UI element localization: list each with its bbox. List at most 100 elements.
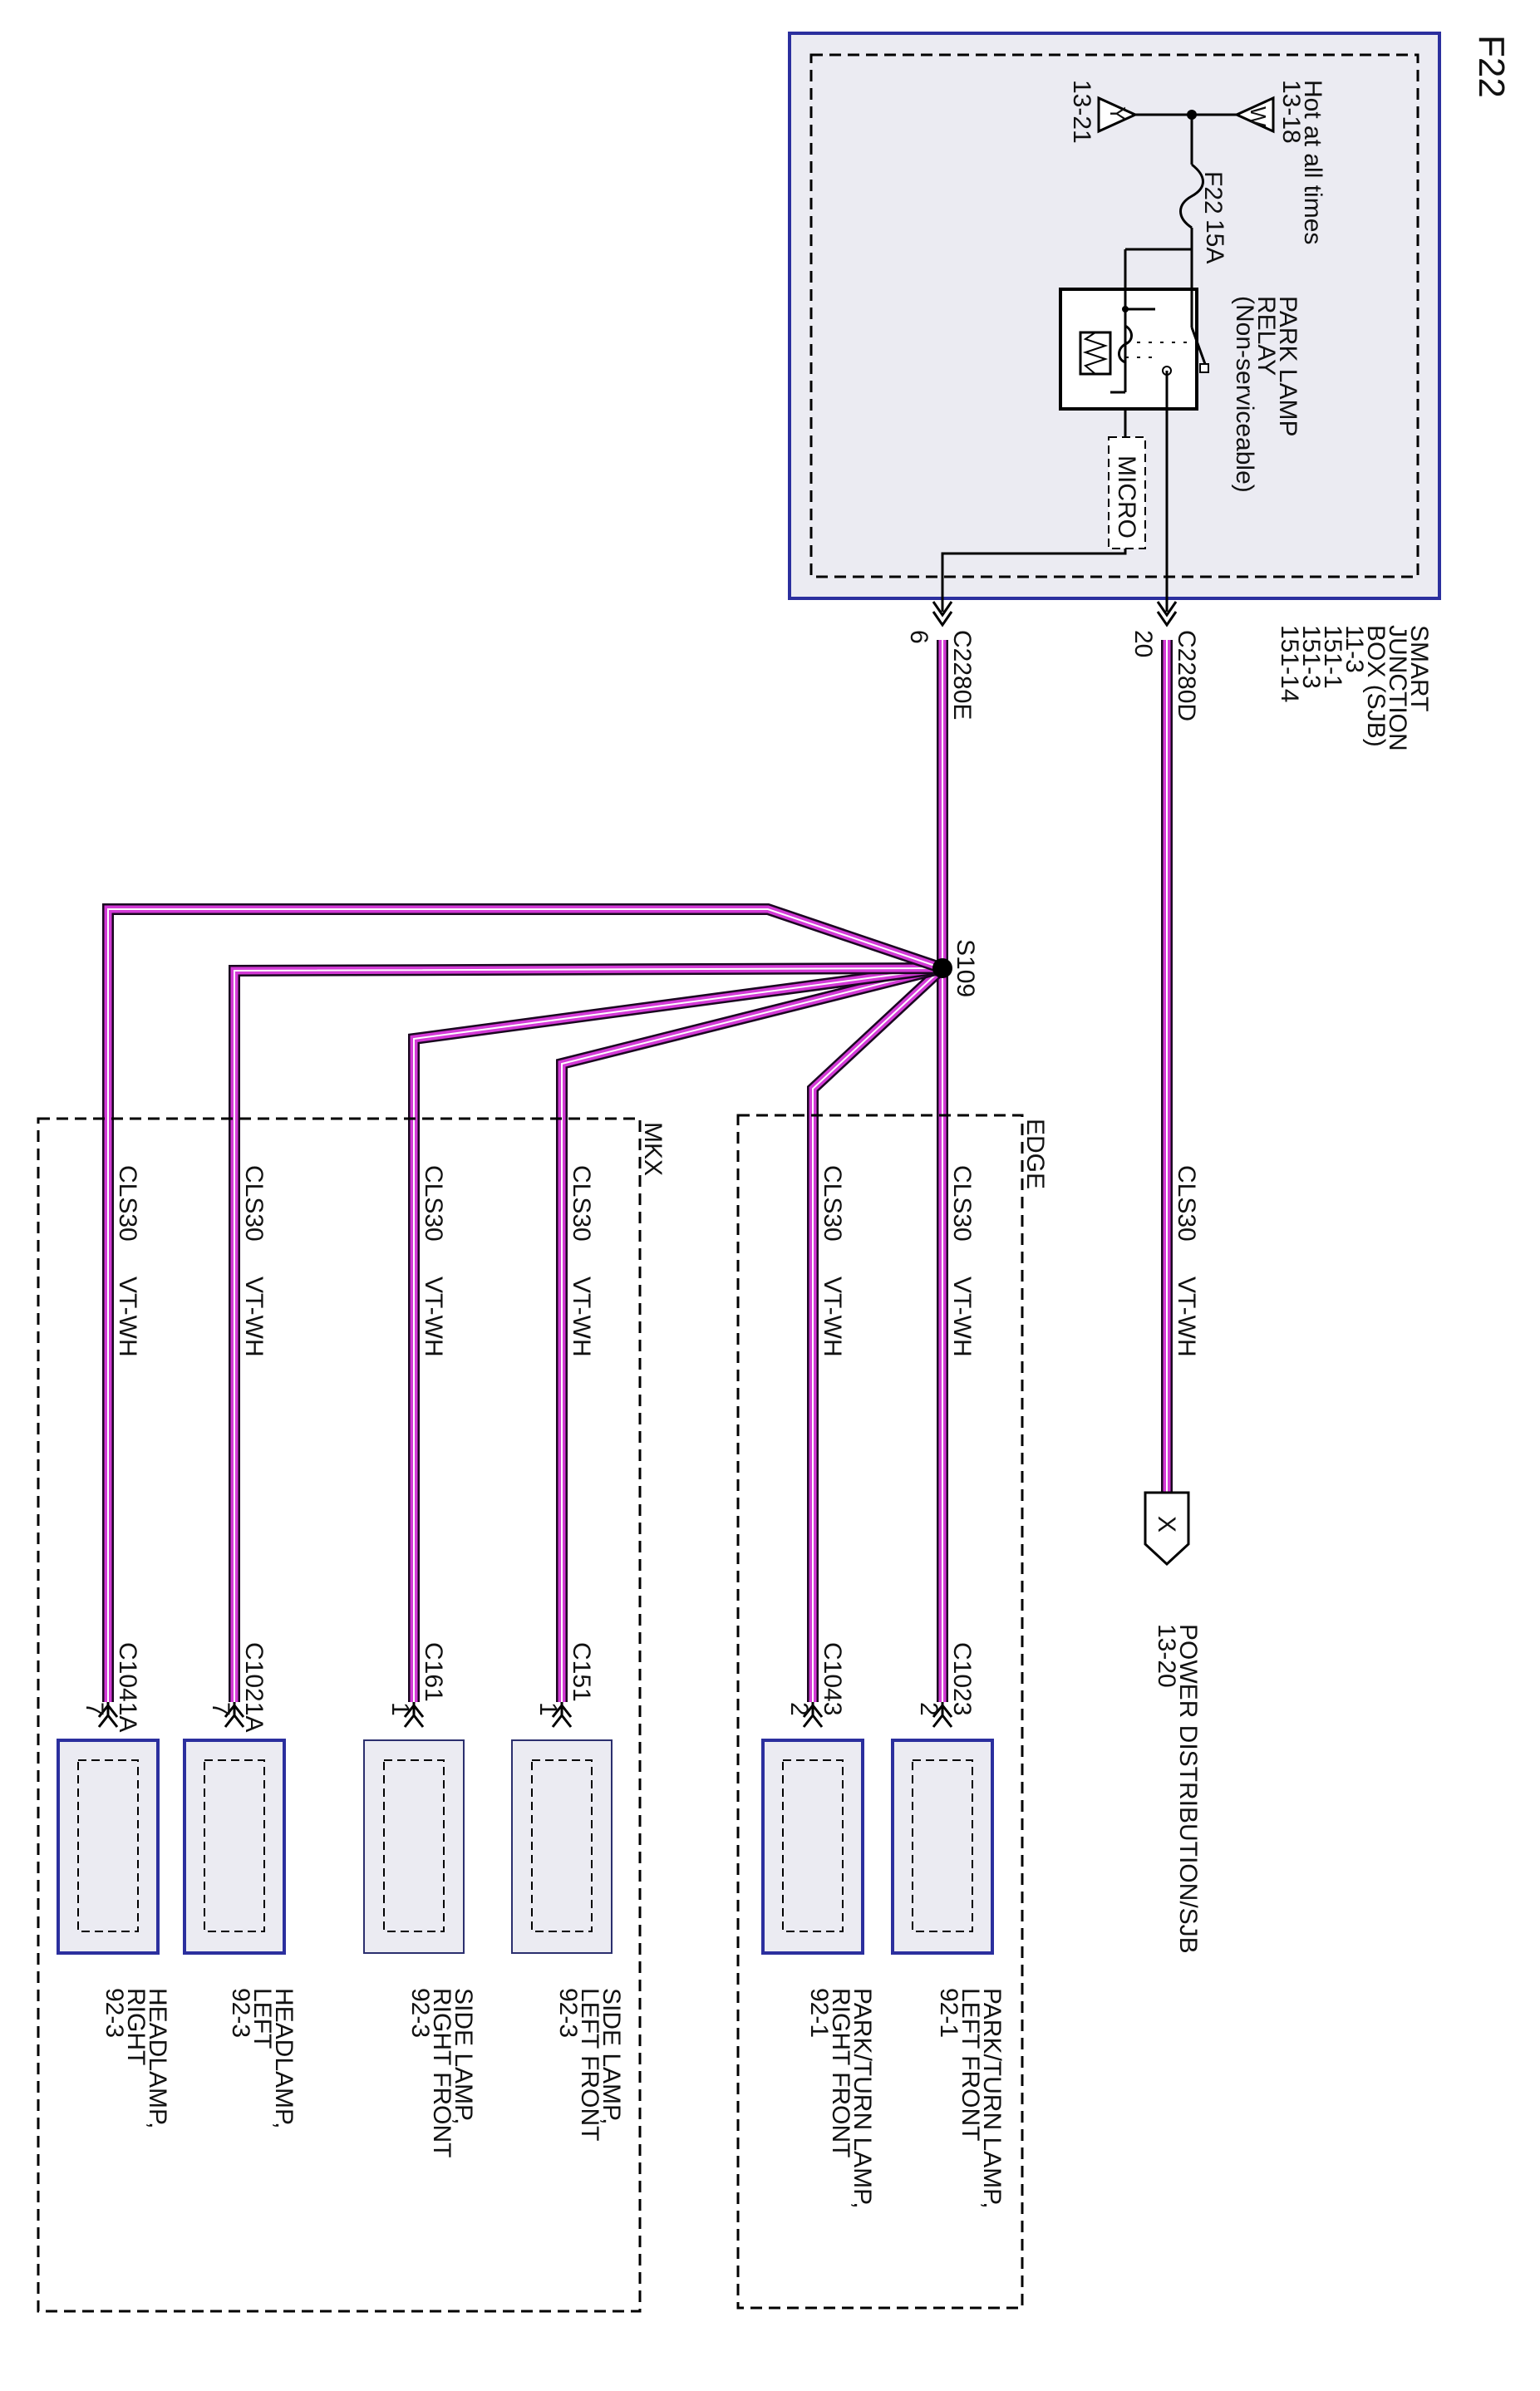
harness-wires (102, 640, 1173, 1702)
coil-symbol-icon (1118, 324, 1133, 364)
sjb-name-line: JUNCTION (1384, 625, 1411, 751)
connector-label: C1041A (114, 1642, 141, 1732)
splice-s109 (932, 958, 952, 978)
wire-circuit-label: CLS30 (114, 1165, 141, 1242)
power-dist-name: POWER DISTRIBUTION/SJB (1174, 1624, 1202, 1954)
component-label: HEADLAMP, (144, 1988, 171, 2129)
connector-arrow-icon (224, 1713, 245, 1728)
edge-option-label: EDGE (1021, 1119, 1049, 1189)
power-dist-label: POWER DISTRIBUTION/SJB 13-20 (1153, 1624, 1202, 1954)
connector-label: C1021A (240, 1642, 268, 1732)
wire-branch-3-color (558, 964, 944, 1702)
c2280d-label: C2280D (1173, 630, 1200, 721)
wire-circuit-label: CLS30 (568, 1165, 595, 1242)
c2280e-label: C2280E (948, 630, 976, 720)
relay-contact-icon (1199, 363, 1209, 373)
component-inner-boundary (531, 1759, 593, 1932)
c2280d-pin: 20 (1129, 630, 1157, 657)
page-title: F22 (1471, 35, 1512, 98)
power-dist-ref-shape (1144, 1491, 1190, 1567)
relay-name: RELAY (1252, 296, 1280, 376)
component-label: 92-1 (805, 1988, 833, 2038)
connector-label: C161 (420, 1642, 447, 1702)
sjb-name-line: SMART (1405, 625, 1433, 711)
wire-branch-3-tracer (561, 967, 943, 1702)
component-label: LEFT FRONT (576, 1988, 603, 2141)
w-ref-letter: W (1246, 106, 1271, 127)
connector-pin: 1 (386, 1702, 414, 1716)
component-box (183, 1739, 286, 1955)
wire-circuit-label: CLS30 (1173, 1165, 1200, 1242)
sjb-label: SMART JUNCTION BOX (SJB) 11-3 151-1 151-… (1276, 625, 1433, 751)
connector-label: C151 (568, 1642, 595, 1702)
wire-color-label: VT-WH (240, 1277, 268, 1357)
component-label: SIDE LAMP, (598, 1988, 625, 2125)
connector-arrow-icon (403, 1713, 425, 1728)
component-label: PARK/TURN LAMP, (849, 1988, 876, 2209)
wire-branch-4-color (410, 964, 943, 1702)
wire-branch-2-tracer (812, 967, 943, 1702)
wire-branch-6-tracer (107, 908, 943, 1702)
component-inner-boundary (912, 1759, 973, 1932)
mkx-option-label: MKX (639, 1122, 667, 1176)
connector-arrow-icon (551, 1703, 573, 1718)
fuse-id: F22 (1199, 171, 1227, 214)
fuse-label: F22 15A (1199, 171, 1228, 263)
component-label: SIDE LAMP, (450, 1988, 477, 2125)
component-inner-boundary (204, 1759, 265, 1932)
connector-arrow-icon (97, 1713, 119, 1728)
connector-arrow-icon (551, 1713, 573, 1728)
wire-branch-3 (556, 962, 944, 1702)
connector-pin: 2 (785, 1702, 813, 1716)
micro-module (1108, 436, 1146, 549)
connector-label: C1023 (948, 1642, 976, 1715)
fuse-rating: 15A (1201, 219, 1228, 263)
component-label: RIGHT FRONT (428, 1988, 455, 2157)
relay-name: PARK LAMP (1274, 296, 1301, 437)
component-label: 92-3 (554, 1988, 582, 2038)
component-label: RIGHT FRONT (827, 1988, 854, 2157)
hot-label: Hot at all times 13-18 (1277, 80, 1326, 244)
power-dist-ref: 13-20 (1153, 1624, 1180, 1688)
wire-color-label: VT-WH (568, 1277, 595, 1357)
wire-color-label: VT-WH (948, 1277, 976, 1357)
component-label: 92-3 (406, 1988, 434, 2038)
wire-branch-5-tracer (234, 967, 943, 1702)
splice-label: S109 (952, 939, 979, 997)
y-ref-number: 13-21 (1068, 80, 1095, 144)
connector-arrow-icon (403, 1703, 425, 1718)
y-ref-triangle (1097, 96, 1139, 134)
component-label: LEFT (248, 1988, 276, 2049)
coil-winding-icon (1082, 332, 1109, 375)
component-inner-boundary (782, 1759, 844, 1932)
relay-label: PARK LAMP RELAY (Non-serviceable) (1231, 296, 1301, 493)
connector-arrow-icon (97, 1703, 119, 1718)
relay-note: (Non-serviceable) (1231, 296, 1258, 493)
component-label: RIGHT (122, 1988, 150, 2065)
wire-color-label: VT-WH (420, 1277, 447, 1357)
wire-circuit-label: CLS30 (948, 1165, 976, 1242)
component-label: 92-3 (101, 1988, 128, 2038)
wire-branch-4-tracer (413, 967, 943, 1702)
component-box (511, 1739, 613, 1954)
component-box (57, 1739, 160, 1955)
c2280e-internal-wire (941, 549, 1127, 612)
connector-pin: 2 (915, 1702, 942, 1716)
component-label: 92-1 (935, 1988, 962, 2038)
component-inner-boundary (77, 1759, 139, 1932)
sjb-inner-boundary (809, 53, 1419, 578)
sjb-ref: 11-3 (1341, 625, 1368, 673)
component-label: 92-3 (227, 1988, 254, 2038)
wire-color-label: VT-WH (114, 1277, 141, 1357)
connector-pin: 7 (207, 1702, 234, 1716)
wire-circuit-label: CLS30 (240, 1165, 268, 1242)
